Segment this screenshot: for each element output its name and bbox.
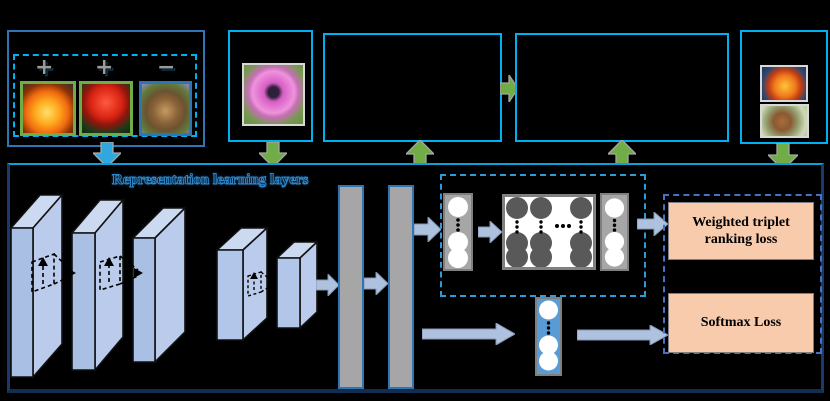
embedding-layer-matrix (502, 194, 596, 270)
embedding-vector-left (443, 193, 473, 271)
cone-3-right-arrowhead-icon (269, 279, 276, 287)
feature-arrow-up-icon (406, 140, 434, 165)
embedding-inner-arrow-icon (478, 221, 502, 243)
vector-to-softmax-loss-arrow-icon (577, 325, 668, 345)
conv-slab-2 (70, 197, 125, 373)
feature-to-ranking-arrow-right-icon (500, 75, 518, 102)
loss-panel (663, 194, 822, 354)
cone-2-up-arrowhead-icon (104, 257, 114, 266)
positive-flower-image (79, 81, 133, 136)
fc-layer-1 (338, 185, 364, 389)
results-arrow-down-icon (768, 143, 798, 170)
plus-icon: + (95, 55, 114, 80)
neuron-column-graphic (448, 197, 468, 268)
embedding-vector-right (600, 193, 629, 271)
ranking-box (515, 33, 729, 142)
neuron-column-graphic (604, 198, 625, 267)
softmax-loss-box: Softmax Loss (668, 293, 814, 353)
neuron-column-graphic (539, 300, 558, 371)
result-moth-image (760, 104, 809, 138)
fc-to-embedding-arrow-icon (414, 217, 441, 242)
conv-slab-1 (9, 192, 64, 380)
fc-layer-2 (388, 185, 414, 389)
triplet-input-arrow-down-icon (93, 142, 121, 167)
feature-output-box (323, 33, 502, 142)
cone-1-up-arrowhead-icon (38, 257, 48, 266)
conv-to-fc-arrow-icon (316, 274, 339, 296)
query-input-arrow-down-icon (259, 142, 287, 167)
cone-2-right-arrowhead-icon (134, 268, 143, 278)
minus-icon: − (157, 55, 176, 80)
query-image-box (228, 30, 313, 142)
retrieved-results-box (740, 30, 828, 144)
conv-slab-3 (131, 206, 187, 364)
embedding-dashed-box (440, 174, 646, 297)
fc1-to-fc2-arrow-icon (364, 272, 388, 295)
plus-icon: + (35, 55, 54, 80)
cone-1-right-arrowhead-icon (67, 268, 76, 278)
cone-3-up-arrowhead-icon (250, 272, 258, 279)
ranking-arrow-up-icon (608, 140, 636, 165)
weighted-triplet-ranking-loss-box: Weighted triplet ranking loss (668, 202, 814, 260)
embedding-neurons-graphic (506, 197, 592, 268)
conv-filter-cone-3 (247, 271, 273, 297)
container-title: Representation learning layers (112, 172, 309, 189)
conv-box-5 (274, 240, 320, 330)
fc-to-softmax-vector-arrow-icon (422, 323, 515, 345)
embedding-to-triplet-loss-arrow-icon (637, 212, 668, 236)
training-triplet-box: + + − (7, 30, 205, 147)
conv-box-4 (214, 226, 270, 342)
result-tulip-image (760, 65, 808, 102)
negative-butterfly-image (139, 81, 192, 136)
query-flower-image (242, 63, 305, 126)
cnn-conv-layers-graphic (9, 192, 320, 380)
triplet-dashed-group (13, 54, 197, 137)
softmax-class-vector (535, 297, 562, 376)
anchor-flower-image (20, 81, 76, 136)
